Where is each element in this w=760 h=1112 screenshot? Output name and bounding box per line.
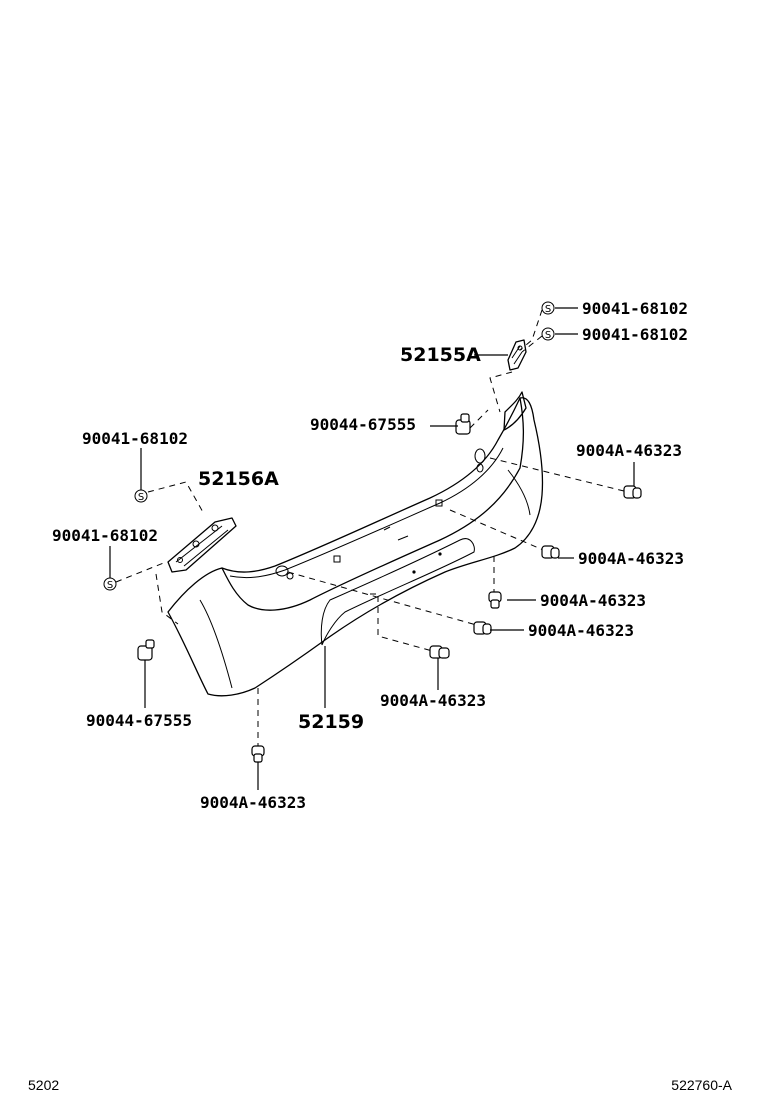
label-90041-68102-top1: 90041-68102 (582, 299, 688, 318)
label-9004a-46323-r3: 9004A-46323 (540, 591, 646, 610)
label-90044-67555-top: 90044-67555 (310, 415, 416, 434)
label-52155a: 52155A (400, 344, 481, 366)
screw-icon-2: S (541, 327, 555, 341)
screw-icon-3: S (134, 489, 148, 503)
part-labels: 90041-68102 90041-68102 52155A 90044-675… (52, 299, 688, 812)
label-90044-67555-bottom: 90044-67555 (86, 711, 192, 730)
screw-icon-4: S (103, 577, 117, 591)
svg-text:S: S (107, 580, 113, 591)
leader-lines (109, 307, 635, 790)
bolt-icon-bottom (137, 639, 155, 661)
label-9004a-46323-r1: 9004A-46323 (576, 441, 682, 460)
label-90041-68102-left1: 90041-68102 (82, 429, 188, 448)
fasteners: S S S S (103, 301, 642, 763)
clip-icon-c (429, 645, 450, 659)
label-52159: 52159 (298, 711, 364, 733)
label-9004a-46323-r2: 9004A-46323 (578, 549, 684, 568)
label-9004a-46323-r4: 9004A-46323 (528, 621, 634, 640)
label-90041-68102-left2: 90041-68102 (52, 526, 158, 545)
clip-icon-r3 (488, 591, 502, 609)
label-9004a-46323-bottom: 9004A-46323 (200, 793, 306, 812)
svg-text:S: S (138, 492, 144, 503)
bracket-52155a (507, 339, 527, 371)
clip-icon-r2 (541, 545, 560, 559)
svg-text:S: S (545, 304, 551, 315)
clip-icon-b (251, 745, 265, 763)
footer-figure-code: 522760-A (671, 1077, 732, 1093)
label-90041-68102-top2: 90041-68102 (582, 325, 688, 344)
screw-icon-1: S (541, 301, 555, 315)
bracket-52156a (167, 517, 237, 573)
rear-bumper-cover (167, 391, 544, 697)
footer-page-code: 5202 (28, 1077, 59, 1093)
bolt-icon-top (455, 413, 471, 435)
svg-text:S: S (545, 330, 551, 341)
label-52156a: 52156A (198, 468, 279, 490)
clip-icon-r4 (473, 621, 492, 635)
clip-icon-r1 (623, 485, 642, 499)
label-9004a-46323-center: 9004A-46323 (380, 691, 486, 710)
assembly-lines (115, 309, 629, 746)
